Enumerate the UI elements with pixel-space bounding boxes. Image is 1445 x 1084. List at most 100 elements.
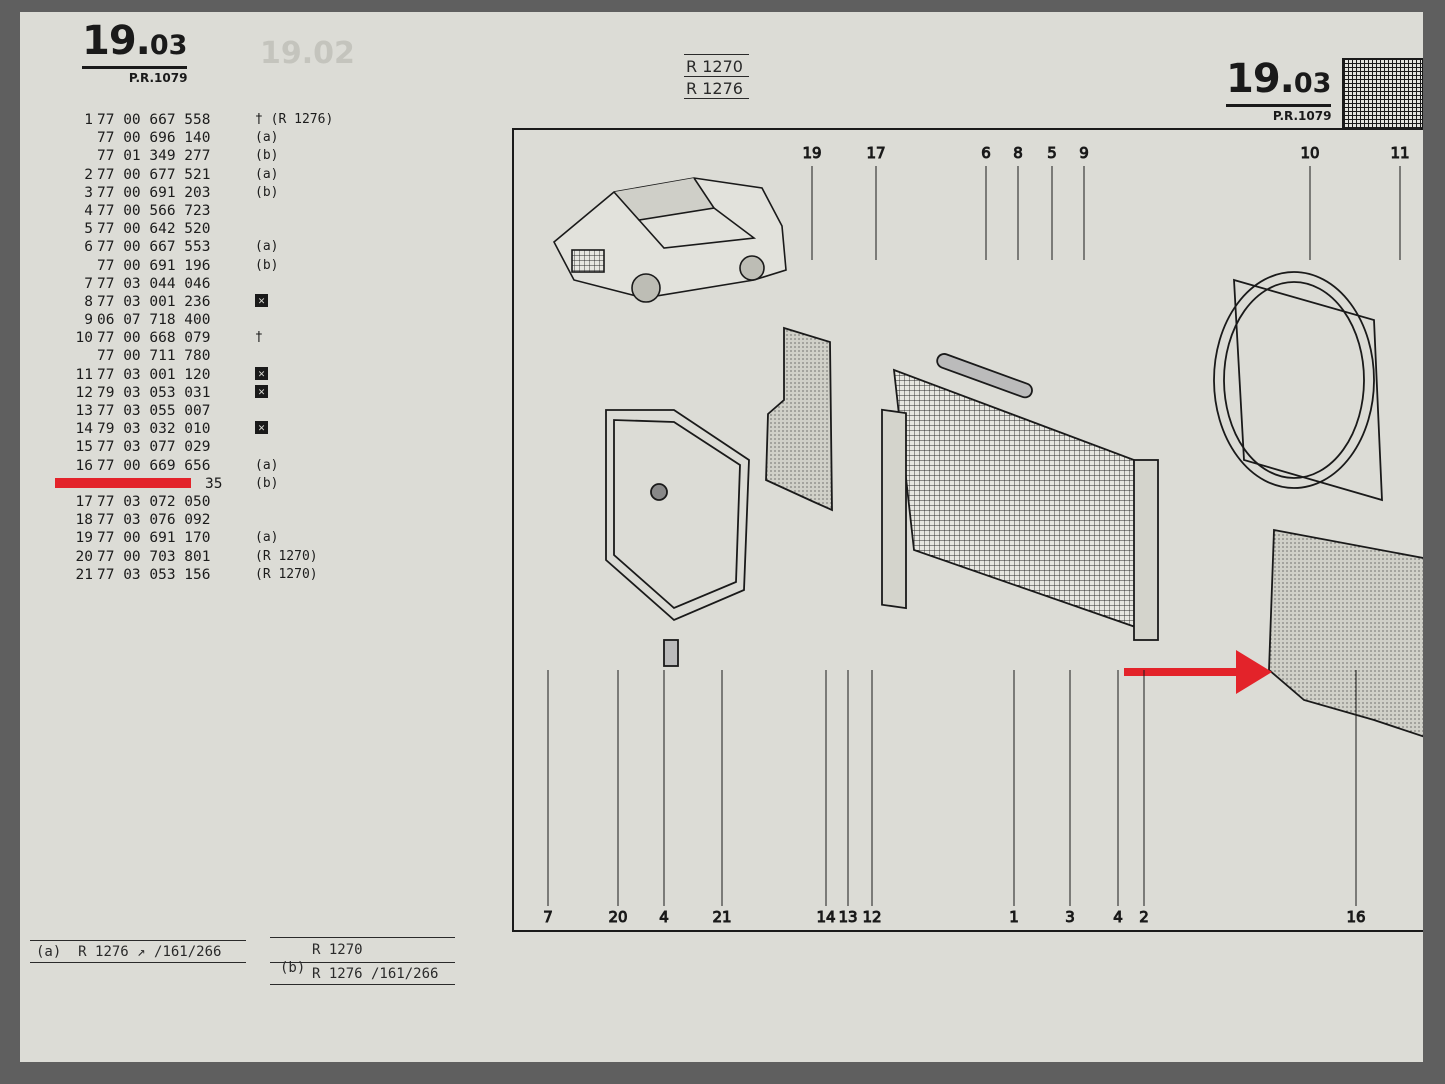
part-number: 2 [84,166,93,183]
part-reference: 77 00 668 079 [97,330,211,347]
part-number: 18 [75,512,93,529]
side-panel-16 [1268,528,1423,738]
callout-bottom: 20 [608,908,627,926]
footnote-b-line1: R 1270 [270,938,455,963]
footnote-b: (b) R 1270 R 1276 /161/266 [270,937,455,985]
catalog-page: 19.02 19.03 P.R.1079 R 1270 R 1276 19.03… [20,12,1423,1062]
part-note: † [255,330,263,346]
part-reference: 77 00 669 656 [97,457,211,474]
callout-bottom: 14 [816,908,835,926]
callout-bottom: 7 [543,908,553,926]
part-number: 11 [75,366,93,383]
side-panel-19 [765,326,833,512]
callout-top: 17 [866,144,885,162]
part-reference: 77 00 691 170 [97,530,211,547]
support-frame [605,409,750,667]
part-note: (b) [255,475,279,491]
pr-code-right: P.R.1079 [1272,109,1332,123]
part-reference: 77 03 076 092 [97,512,211,529]
part-reference: 77 00 703 801 [97,548,211,565]
pr-code-left: P.R.1079 [128,71,188,85]
callout-bottom: 21 [712,908,731,926]
part-number: 12 [75,384,93,401]
callout-bottom: 3 [1065,908,1075,926]
callout-top: 9 [1079,144,1089,162]
part-note: (a) [255,239,279,255]
footnote-b-line2: R 1276 /161/266 [312,966,439,982]
model-ref-2: R 1276 [684,76,749,99]
part-note: (b) [255,148,279,164]
part-reference: 77 00 711 780 [97,348,211,365]
crossed-box-icon: ✕ [255,421,268,435]
part-reference: 77 00 691 196 [97,257,211,274]
part-reference: 77 00 566 723 [97,202,211,219]
part-reference: 35 [205,475,223,492]
part-number: 13 [75,403,93,419]
callout-top: 8 [1013,144,1023,162]
part-reference: 77 00 642 520 [97,221,211,238]
part-number: 20 [75,548,93,565]
footnote-b-label: (b) [280,960,306,976]
page-number-right: 19.03 P.R.1079 [1226,56,1332,123]
part-note: † (R 1276) [255,112,334,127]
footnote-a-text: R 1276 ↗ /161/266 [78,944,222,960]
part-number: 8 [84,293,93,310]
part-reference: 77 00 667 553 [97,239,211,256]
highlight-arrow [1124,650,1272,694]
callout-bottom: 1 [1009,908,1019,926]
model-ref-1: R 1270 [684,54,749,76]
callout-bottom: 16 [1346,908,1365,926]
part-reference: 77 03 044 046 [97,275,211,292]
part-reference: 06 07 718 400 [97,312,211,329]
part-note: (b) [255,184,279,200]
part-reference: 77 03 072 050 [97,493,211,510]
footnote-a-label: (a) [36,944,62,960]
callout-bottom: 12 [862,908,881,926]
part-note: (R 1270) [255,566,318,582]
footnote-a: (a) R 1276 ↗ /161/266 [30,940,246,963]
part-reference: 77 00 691 203 [97,184,211,201]
part-reference: 77 01 349 277 [97,148,211,165]
part-reference: 77 00 696 140 [97,130,211,147]
callout-bottom: 2 [1139,908,1149,926]
part-note: (a) [255,530,279,546]
model-reference-box: R 1270 R 1276 [684,54,749,99]
part-reference: 77 03 077 029 [97,439,211,456]
part-note: (a) [255,130,279,146]
callout-bottom: 4 [659,908,669,926]
crossed-box-icon: ✕ [255,293,268,307]
callout-top: 5 [1047,144,1057,162]
radiator-core [881,353,1159,641]
page-number-left: 19.03 P.R.1079 [82,18,188,85]
part-number: 9 [84,312,93,329]
part-number: 19 [75,530,93,547]
part-number: 6 [84,239,93,256]
part-number: 7 [84,275,93,292]
part-number: 3 [84,184,93,201]
part-number: 15 [75,439,93,456]
fan-cowl [1213,271,1383,502]
part-note: (b) [255,257,279,273]
part-note: (a) [255,166,279,182]
callout-top: 11 [1390,144,1409,162]
radiator-thumbnail-icon [1342,58,1423,130]
callout-top: 6 [981,144,991,162]
part-number: 16 [75,457,93,474]
car-illustration [552,177,787,303]
part-reference: 77 03 001 236 [97,293,211,310]
part-number: 4 [84,202,93,219]
part-reference: 79 03 032 010 [97,421,211,438]
part-note: (a) [255,457,279,473]
callout-bottom: 13 [838,908,857,926]
part-reference: 77 03 001 120 [97,366,211,383]
redaction-bar [55,478,191,488]
callout-bottom: 4 [1113,908,1123,926]
ghost-page-number: 19.02 [260,36,355,71]
callout-top: 19 [802,144,821,162]
part-number: 5 [84,221,93,238]
part-number: 17 [75,493,93,510]
part-number: 1 [84,112,93,128]
part-reference: 77 03 055 007 [97,403,211,419]
